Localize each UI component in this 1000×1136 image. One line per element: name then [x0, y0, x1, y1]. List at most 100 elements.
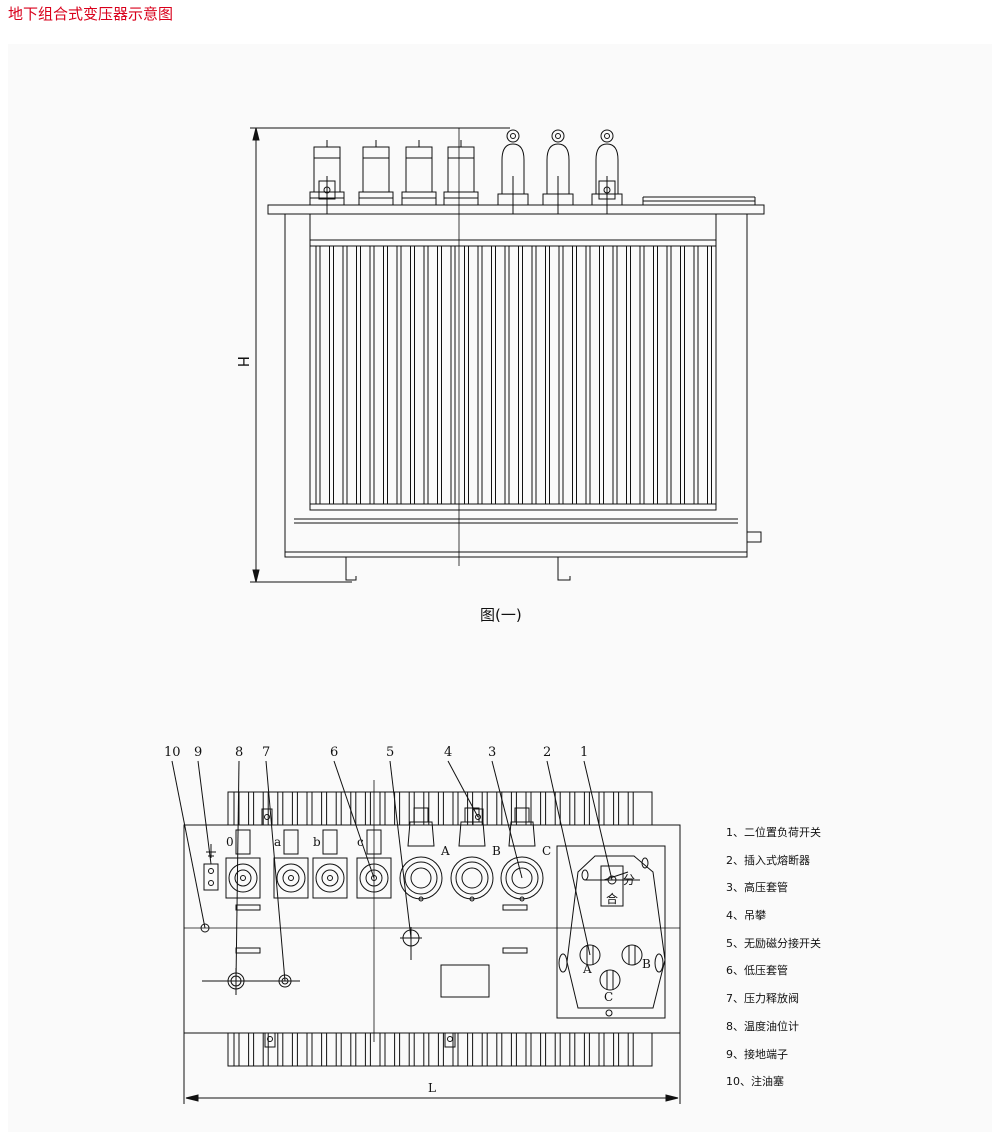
- low-voltage-bushing: [234, 869, 252, 887]
- low-voltage-bushing: [312, 857, 348, 899]
- foot-left: [345, 557, 357, 581]
- fuse-label: B: [642, 957, 651, 971]
- bushing-bolt: [519, 896, 525, 902]
- high-voltage-bushing: [399, 856, 443, 900]
- bushing-bolt: [469, 896, 475, 902]
- switch-close-label: 合: [606, 891, 618, 906]
- lifting-lug: [472, 808, 484, 826]
- oil-filler-plug: [200, 923, 210, 933]
- high-voltage-bushing-stem: [458, 821, 486, 847]
- bushing-terminal: [604, 133, 610, 139]
- callout-number: 10: [164, 745, 181, 760]
- callout-leader: [546, 760, 591, 956]
- low-terminal-label: a: [274, 835, 281, 849]
- page-title: 地下组合式变压器示意图: [8, 5, 174, 23]
- bushing-terminal: [551, 129, 565, 143]
- legend-item: 3、高压套管: [726, 881, 788, 895]
- low-voltage-bushing: [327, 875, 333, 881]
- high-terminal-label: B: [492, 844, 501, 858]
- length-label: L: [428, 1081, 436, 1095]
- bushing-terminal: [506, 129, 520, 143]
- switch-open-label: 分: [623, 873, 635, 887]
- legend-item: 4、吊攀: [726, 909, 766, 923]
- high-voltage-bushing: [455, 861, 489, 895]
- callout-leader: [333, 760, 375, 879]
- callout-number: 5: [386, 745, 394, 760]
- height-arrow-bottom: [252, 569, 260, 583]
- callout-leader: [235, 760, 240, 982]
- radiator-bottom: [227, 1032, 653, 1067]
- height-label: H: [234, 356, 252, 367]
- radiator-fins: [315, 246, 712, 504]
- legend-item: 1、二位置负荷开关: [726, 826, 821, 839]
- low-voltage-bushing: [282, 869, 300, 887]
- nameplate: [440, 964, 490, 998]
- low-voltage-bushing: [321, 869, 339, 887]
- low-voltage-bushing: [362, 146, 390, 193]
- high-voltage-bushing: [511, 867, 533, 889]
- high-voltage-bushing: [546, 143, 570, 194]
- radiator-block: [309, 239, 717, 511]
- high-voltage-bushing-stem: [407, 821, 435, 847]
- bushings-top: [309, 129, 623, 214]
- fuse: [621, 944, 643, 966]
- callout-number: 6: [330, 745, 338, 760]
- callout-number: 7: [262, 745, 270, 760]
- oil-drain-plug: [746, 531, 762, 543]
- switch-compartment: [556, 845, 666, 1019]
- radiator-top: [227, 791, 653, 826]
- foot-right: [557, 557, 571, 581]
- figure-1-elevation: H: [234, 127, 765, 583]
- high-voltage-bushing: [450, 856, 494, 900]
- high-voltage-bushing: [461, 867, 483, 889]
- legend-item: 5、无励磁分接开关: [726, 936, 821, 950]
- bushing-bolt: [418, 896, 424, 902]
- bushing-terminal: [600, 129, 614, 143]
- legend-item: 7、压力释放阀: [726, 992, 799, 1006]
- low-voltage-bushing-stem: [366, 829, 382, 855]
- low-voltage-bushing: [273, 857, 309, 899]
- legend-item: 8、温度油位计: [726, 1019, 799, 1033]
- high-voltage-bushing: [500, 856, 544, 900]
- callout-number: 2: [543, 745, 551, 760]
- lifting-lug: [261, 808, 273, 826]
- low-terminal-label: c: [357, 835, 364, 849]
- pressure-relief-valve: [278, 974, 292, 988]
- low-voltage-bushing: [356, 857, 392, 899]
- high-voltage-bushing: [501, 143, 525, 194]
- fuse: [579, 944, 601, 966]
- callout-leader: [447, 760, 479, 818]
- low-voltage-bushing: [405, 146, 433, 193]
- low-voltage-bushing: [228, 863, 258, 893]
- low-terminal-label: b: [313, 835, 321, 849]
- bushing-terminal: [555, 133, 561, 139]
- low-terminal-label: 0: [226, 835, 234, 849]
- callout-leader: [265, 760, 286, 982]
- callout-leader: [197, 760, 212, 865]
- compartment-shield: [566, 855, 666, 1009]
- figure-1-caption: 图(一): [480, 606, 522, 624]
- legend-item: 6、低压套管: [726, 964, 788, 978]
- low-voltage-bushing: [315, 863, 345, 893]
- low-voltage-bushing: [288, 875, 294, 881]
- high-voltage-bushing-cap: [413, 807, 429, 823]
- high-voltage-bushing: [505, 861, 539, 895]
- legend-item: 9、接地端子: [726, 1047, 788, 1061]
- lifting-lug: [444, 1032, 456, 1048]
- callout-leader: [389, 760, 412, 939]
- bushing-terminal: [510, 133, 516, 139]
- high-voltage-bushing-cap: [514, 807, 530, 823]
- load-switch: [600, 865, 624, 907]
- high-terminal-label: C: [542, 844, 551, 858]
- legend-item: 2、插入式熔断器: [726, 853, 810, 867]
- low-voltage-bushing: [447, 146, 475, 193]
- callout-number: 9: [194, 745, 202, 760]
- callout-leader: [583, 760, 613, 881]
- low-voltage-bushing: [365, 869, 383, 887]
- low-voltage-bushing-stem: [322, 829, 338, 855]
- low-voltage-bushing-stem: [283, 829, 299, 855]
- tank-cover: [267, 204, 765, 215]
